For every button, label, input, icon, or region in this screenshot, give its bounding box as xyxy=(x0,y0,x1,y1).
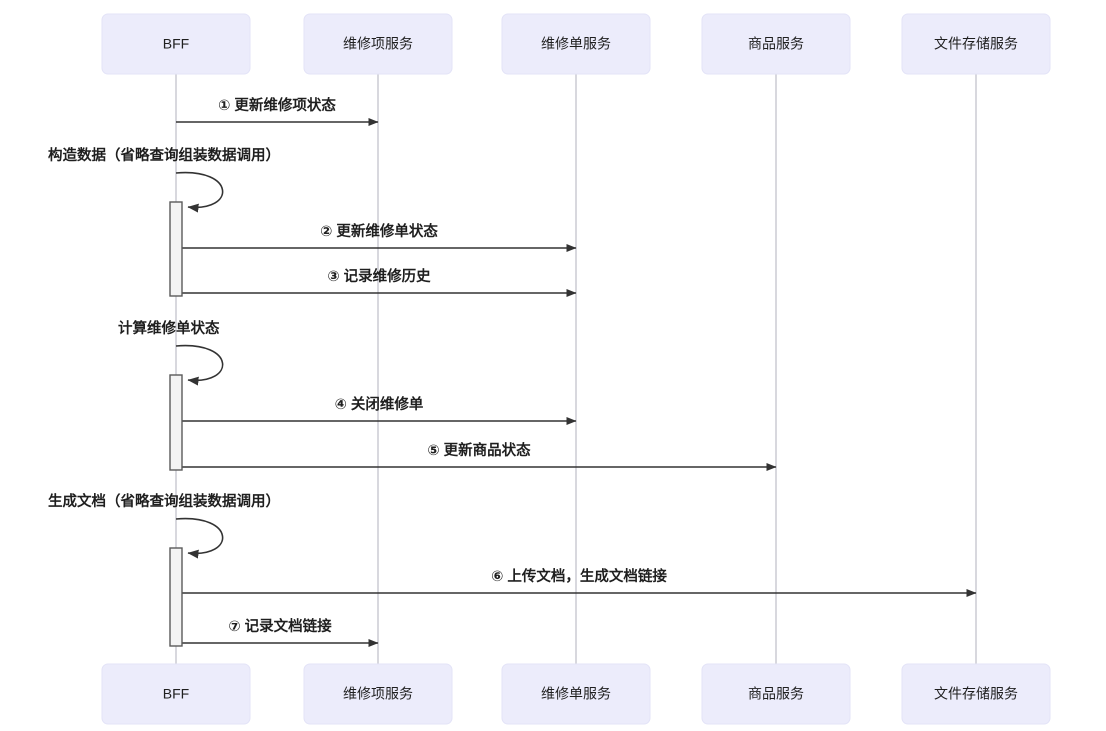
participant-label-item-top: 维修项服务 xyxy=(343,36,413,52)
activation-bar-bff-0 xyxy=(169,201,183,297)
message-label-5: ④ 关闭维修单 xyxy=(335,395,424,413)
self-message-1 xyxy=(175,171,224,213)
message-label-6: ⑤ 更新商品状态 xyxy=(427,441,531,459)
self-message-label-1: 构造数据（省略查询组装数据调用） xyxy=(48,146,280,164)
participant-box-order-bottom[interactable] xyxy=(501,663,651,725)
message-label-3: ③ 记录维修历史 xyxy=(327,267,431,285)
participant-label-product-top: 商品服务 xyxy=(748,36,804,52)
self-message-7 xyxy=(175,517,224,559)
message-label-8: ⑥ 上传文档，生成文档链接 xyxy=(491,567,667,585)
participant-label-file-bottom: 文件存储服务 xyxy=(934,686,1018,702)
participant-label-file-top: 文件存储服务 xyxy=(934,36,1018,52)
message-label-9: ⑦ 记录文档链接 xyxy=(228,617,332,635)
participant-box-product-bottom[interactable] xyxy=(701,663,851,725)
participant-label-product-bottom: 商品服务 xyxy=(748,686,804,702)
activation-bar-bff-1 xyxy=(169,374,183,471)
participant-box-product-top[interactable] xyxy=(701,13,851,75)
activation-bar-bff-2 xyxy=(169,547,183,647)
activations-group xyxy=(169,201,183,647)
self-message-4 xyxy=(175,344,224,386)
self-message-label-7: 生成文档（省略查询组装数据调用） xyxy=(48,492,280,510)
participant-label-order-bottom: 维修单服务 xyxy=(541,686,611,702)
self-message-label-4: 计算维修单状态 xyxy=(118,319,220,337)
participant-box-file-top[interactable] xyxy=(901,13,1051,75)
message-label-0: ① 更新维修项状态 xyxy=(218,96,336,114)
participant-box-item-top[interactable] xyxy=(303,13,453,75)
participant-box-order-top[interactable] xyxy=(501,13,651,75)
top-participant-boxes: BFF 维修项服务 维修单服务 商品服务 文件存储服务 xyxy=(101,13,1051,75)
participant-label-item-bottom: 维修项服务 xyxy=(343,686,413,702)
participant-box-file-bottom[interactable] xyxy=(901,663,1051,725)
participant-label-bff-bottom: BFF xyxy=(163,686,189,702)
participant-label-order-top: 维修单服务 xyxy=(541,36,611,52)
participant-box-item-bottom[interactable] xyxy=(303,663,453,725)
messages-group xyxy=(175,118,977,647)
bottom-participant-boxes: BFF 维修项服务 维修单服务 商品服务 文件存储服务 xyxy=(101,663,1051,725)
message-label-2: ② 更新维修单状态 xyxy=(320,222,438,240)
participant-box-bff-bottom[interactable] xyxy=(101,663,251,725)
participant-label-bff-top: BFF xyxy=(163,36,189,52)
participant-box-bff-top[interactable] xyxy=(101,13,251,75)
